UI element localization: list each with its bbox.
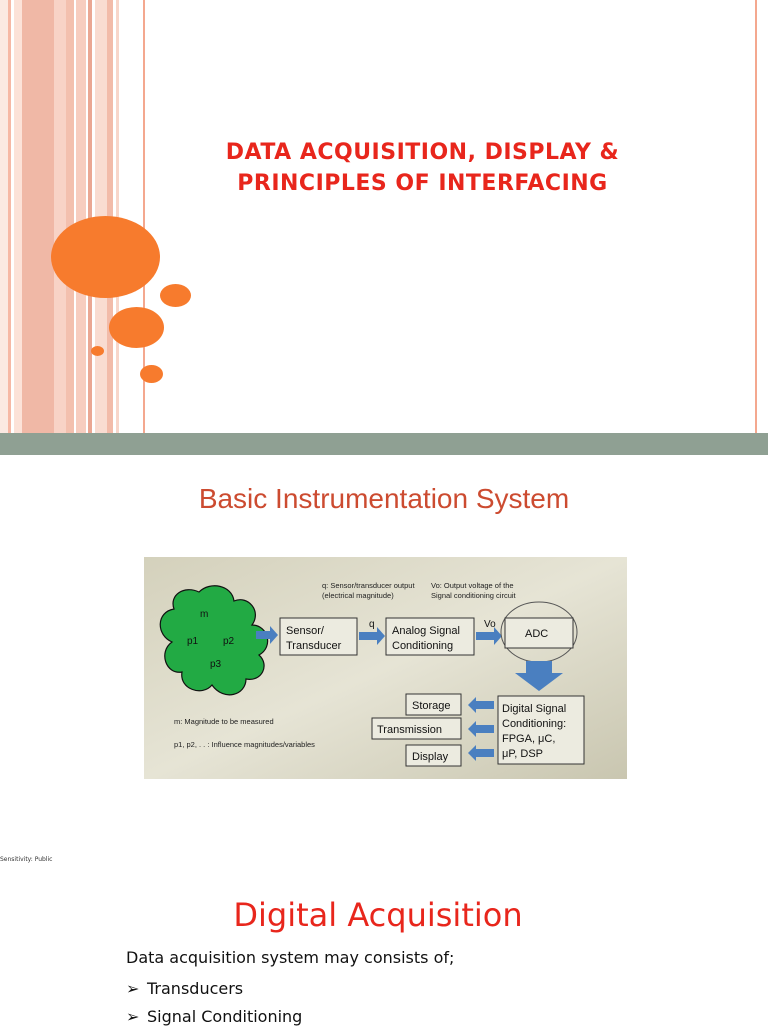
- m-note: m: Magnitude to be measured: [174, 717, 274, 726]
- q-note-line-2: (electrical magnitude): [322, 591, 394, 600]
- decorative-circle: [91, 346, 104, 356]
- storage-label: Storage: [412, 700, 451, 712]
- dsc-line-4: μP, DSP: [502, 748, 543, 760]
- arrow-analog-to-adc: [476, 627, 502, 645]
- arrow-to-transmission: [468, 721, 494, 737]
- bullet-text: Signal Conditioning: [147, 1007, 303, 1026]
- decorative-stripe: [143, 0, 145, 433]
- q-note-line-1: q: Sensor/transducer output: [322, 581, 415, 590]
- decorative-stripe: [76, 0, 86, 433]
- decorative-stripe: [22, 0, 54, 433]
- arrow-sensor-to-analog: [359, 627, 385, 645]
- q-label: q: [369, 619, 375, 630]
- storage-box: [405, 693, 462, 716]
- bullet-item: ➢ Signal Conditioning: [126, 1007, 302, 1026]
- adc-box: [504, 617, 574, 649]
- vo-label: Vo: [484, 619, 496, 630]
- decorative-circle: [160, 284, 191, 307]
- vo-note-line-1: Vo: Output voltage of the: [431, 581, 514, 590]
- arrow-adc-to-digital: [515, 661, 563, 691]
- p-note: p1, p2, . . : Influence magnitudes/varia…: [174, 740, 315, 749]
- cloud-label-p3: p3: [210, 659, 222, 670]
- sensor-line-1: Sensor/: [286, 625, 325, 637]
- slide-heading: Digital Acquisition: [233, 896, 523, 934]
- measurand-cloud: [159, 585, 269, 696]
- analog-conditioning-box: [385, 617, 475, 656]
- title-line-2: PRINCIPLES OF INTERFACING: [237, 171, 608, 196]
- decorative-stripe: [66, 0, 74, 433]
- decorative-stripe: [755, 0, 757, 433]
- transmission-label: Transmission: [377, 724, 442, 736]
- arrow-cloud-to-sensor: [256, 626, 278, 644]
- instrumentation-diagram: m p1 p2 p3 q: Sensor/transducer output (…: [144, 557, 627, 779]
- display-label: Display: [412, 751, 449, 763]
- digital-conditioning-box: [497, 695, 585, 765]
- analog-line-1: Analog Signal: [392, 625, 460, 637]
- decorative-circle: [51, 216, 160, 298]
- bullet-text: Transducers: [147, 979, 244, 998]
- bullet-arrow-icon: ➢: [126, 979, 140, 998]
- display-box: [405, 744, 462, 767]
- dsc-line-3: FPGA, μC,: [502, 733, 555, 745]
- dsc-line-1: Digital Signal: [502, 703, 566, 715]
- transmission-box: [371, 717, 462, 740]
- cloud-label-m: m: [200, 609, 208, 620]
- cloud-label-p1: p1: [187, 636, 199, 647]
- decorative-stripe: [0, 0, 8, 433]
- decorative-stripe: [54, 0, 66, 433]
- vo-note-line-2: Signal conditioning circuit: [431, 591, 517, 600]
- sensitivity-label: Sensitivity: Public: [0, 856, 53, 863]
- bullet-item: ➢ Transducers: [126, 979, 243, 998]
- cloud-label-p2: p2: [223, 636, 235, 647]
- arrow-to-display: [468, 745, 494, 761]
- adc-label: ADC: [525, 628, 548, 640]
- slide-title: DATA ACQUISITION, DISPLAY & PRINCIPLES O…: [150, 137, 695, 199]
- intro-text: Data acquisition system may consists of;: [126, 948, 455, 967]
- decorative-circle: [109, 307, 164, 348]
- dsc-line-2: Conditioning:: [502, 718, 566, 730]
- bullet-arrow-icon: ➢: [126, 1007, 140, 1026]
- analog-line-2: Conditioning: [392, 640, 453, 652]
- title-slide: DATA ACQUISITION, DISPLAY & PRINCIPLES O…: [0, 0, 768, 433]
- slide-heading: Basic Instrumentation System: [198, 483, 570, 514]
- decorative-circle: [140, 365, 163, 383]
- title-line-1: DATA ACQUISITION, DISPLAY &: [225, 140, 620, 165]
- sensor-box: [279, 617, 358, 656]
- slide-divider: [0, 433, 768, 455]
- arrow-to-storage: [468, 697, 494, 713]
- sensor-line-2: Transducer: [286, 640, 342, 652]
- decorative-stripe: [14, 0, 22, 433]
- decorative-stripe: [8, 0, 11, 433]
